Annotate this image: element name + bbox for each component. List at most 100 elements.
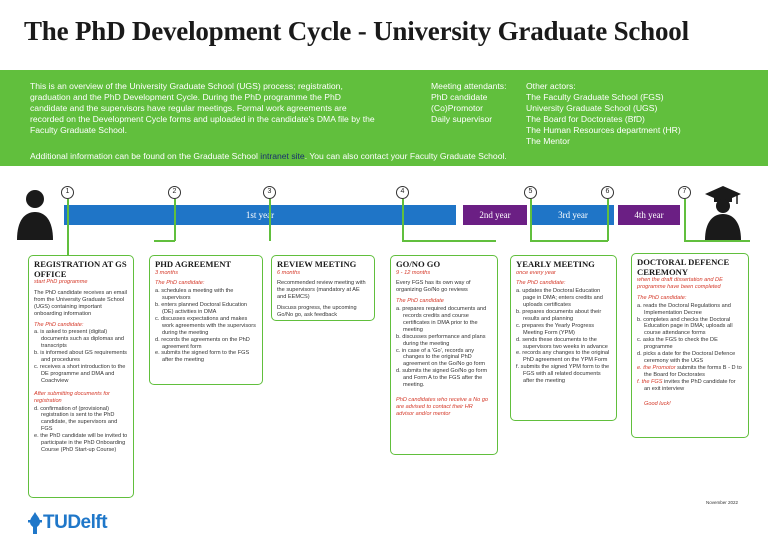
card-list-item: a. prepares required documents and recor… [396, 306, 487, 333]
card-subtitle: 3 months [155, 269, 179, 276]
milestone-6: 6 [601, 186, 614, 199]
card-title: GO/NO GO [396, 259, 441, 269]
card-list-item: e. submits the signed form to the FGS af… [155, 350, 250, 364]
card-list-item: b. prepares documents about their result… [516, 309, 602, 322]
actor-item: The Human Resources department (HR) [526, 125, 681, 135]
card-list-item: c. receives a short introduction to the … [34, 363, 126, 384]
other-actors: Other actors: The Faculty Graduate Schoo… [526, 81, 756, 147]
info-banner: This is an overview of the University Gr… [0, 70, 768, 166]
yearly-meeting-card: YEARLY MEETING once every year The PhD c… [510, 255, 617, 421]
card-section-label: The PhD candidate: [516, 280, 566, 287]
review-meeting-card: REVIEW MEETING 6 months Recommended revi… [271, 255, 375, 321]
connector [530, 240, 608, 242]
additional-info: Additional information can be found on t… [30, 151, 750, 162]
actor-item: The Board for Doctorates (BfD) [526, 114, 645, 124]
actor-item: The Faculty Graduate School (FGS) [526, 92, 664, 102]
card-list-item: e. the PhD candidate will be invited to … [34, 433, 128, 453]
card-list-item: c. discusses expectations and makes work… [155, 315, 256, 336]
additional-text: Additional information can be found on t… [30, 151, 261, 161]
card-list-item: d. submits the signed Go/No go form and … [396, 368, 488, 389]
additional-text-end: . You can also contact your Faculty Grad… [304, 151, 507, 161]
card-subtitle: 6 months [277, 269, 301, 276]
card-text: Recommended review meeting with the supe… [277, 280, 366, 301]
year-2-label: 2nd year [479, 210, 511, 220]
item-f-text: invites the PhD candidate for an exit in… [644, 378, 736, 392]
phd-agreement-card: PHD AGREEMENT 3 months The PhD candidate… [149, 255, 263, 385]
card-subtitle: 9 - 12 months [396, 269, 431, 276]
connector [402, 199, 404, 241]
year-1-label: 1st year [245, 210, 275, 220]
card-list-item: c. prepares the Yearly Progress Meeting … [516, 322, 595, 336]
logo-text: TUDelft [43, 512, 108, 533]
go-no-go-card: GO/NO GO 9 - 12 months Every FGS has its… [390, 255, 498, 455]
connector [154, 240, 175, 242]
card-list-item: f. the FGS invites the PhD candidate for… [637, 379, 743, 393]
connector [402, 240, 496, 242]
card-list-item: b. completes and checks the Doctoral Edu… [637, 316, 733, 337]
year-3-label: 3rd year [558, 210, 588, 220]
doctoral-defence-card: DOCTORAL DEFENCE CEREMONY when the draft… [631, 253, 749, 438]
registration-card: REGISTRATION AT GS OFFICE start PhD prog… [28, 255, 134, 498]
banner-intro: This is an overview of the University Gr… [30, 81, 375, 135]
card-subtitle: when the draft dissertation and DE progr… [637, 277, 723, 290]
actors-title: Other actors: [526, 81, 576, 91]
connector [67, 199, 69, 259]
graduate-icon [705, 186, 741, 240]
tu-delft-logo: TUDelft [28, 512, 108, 534]
card-list-item: c. asks the FGS to check the DE programm… [637, 337, 718, 351]
person-icon [17, 190, 53, 240]
connector [684, 199, 686, 241]
intranet-link[interactable]: intranet site [260, 151, 305, 161]
card-list-item: b. is informed about GS requirements and… [34, 350, 127, 364]
card-title: REGISTRATION AT GS OFFICE [34, 259, 127, 279]
card-list-item: d. confirmation of (provisional) registr… [34, 405, 118, 433]
milestone-3: 3 [263, 186, 276, 199]
milestone-4: 4 [396, 186, 409, 199]
year-4-label: 4th year [634, 210, 664, 220]
card-list-item: b. discusses performance and plans durin… [396, 333, 486, 347]
item-e-actor: e. the Promotor [637, 364, 676, 371]
card-text: Discuss progress, the upcoming Go/No go,… [277, 305, 357, 319]
attendants-title: Meeting attendants: [431, 81, 507, 91]
good-luck-text: Good luck! [644, 400, 671, 407]
milestone-7: 7 [678, 186, 691, 199]
card-list-item: a. reads the Doctoral Regulations and Im… [637, 302, 731, 316]
milestone-2: 2 [168, 186, 181, 199]
attendant-item: PhD candidate [431, 92, 488, 102]
card-list-item: a. updates the Doctoral Education page i… [516, 288, 603, 309]
card-title: REVIEW MEETING [277, 259, 357, 269]
card-list-item: b. enters planned Doctoral Education (DE… [155, 302, 248, 316]
card-list-item: a. schedules a meeting with the supervis… [155, 288, 234, 302]
milestone-1: 1 [61, 186, 74, 199]
actor-item: University Graduate School (UGS) [526, 103, 658, 113]
year-2-bar: 2nd year [463, 205, 527, 225]
card-note: PhD candidates who receive a No go are a… [396, 397, 489, 417]
card-title: PHD AGREEMENT [155, 259, 232, 269]
card-list-item: c. in case of a 'Go', records any change… [396, 347, 486, 368]
footer-date: November 2022 [706, 500, 739, 505]
attendant-item: (Co)Promotor [431, 103, 484, 113]
card-section-label: After submitting documents for registrat… [34, 390, 110, 404]
connector [269, 199, 271, 241]
attendant-item: Daily supervisor [431, 114, 493, 124]
item-e-text: submits the forms B - D to the Board for… [644, 364, 742, 378]
year-3-bar: 3rd year [532, 205, 614, 225]
card-text: Every FGS has its own way of organizing … [396, 280, 471, 294]
card-list-item: d. records the agreements on the PhD agr… [155, 336, 250, 350]
year-1-bar: 1st year [64, 205, 456, 225]
year-4-bar: 4th year [618, 205, 680, 225]
connector [530, 199, 532, 241]
connector [607, 199, 609, 241]
item-f-actor: f. the FGS [637, 378, 663, 385]
connector [174, 199, 176, 241]
card-list-item: d. picks a date for the Doctoral Defence… [637, 351, 736, 364]
card-list-item: e. the Promotor submits the forms B - D … [637, 365, 743, 379]
card-section-label: The PhD candidate: [155, 280, 205, 287]
card-list-item: a. is asked to present (digital) documen… [34, 329, 125, 350]
card-list-item: d. sends these documents to the supervis… [516, 336, 608, 350]
meeting-attendants: Meeting attendants: PhD candidate (Co)Pr… [431, 81, 521, 125]
card-list-item: e. records any changes to the original P… [516, 350, 610, 364]
card-list-item: f. submits the signed YPM form to the FG… [516, 364, 610, 385]
card-subtitle: start PhD programme [34, 279, 88, 285]
card-section-label: The PhD candidate: [637, 294, 687, 301]
